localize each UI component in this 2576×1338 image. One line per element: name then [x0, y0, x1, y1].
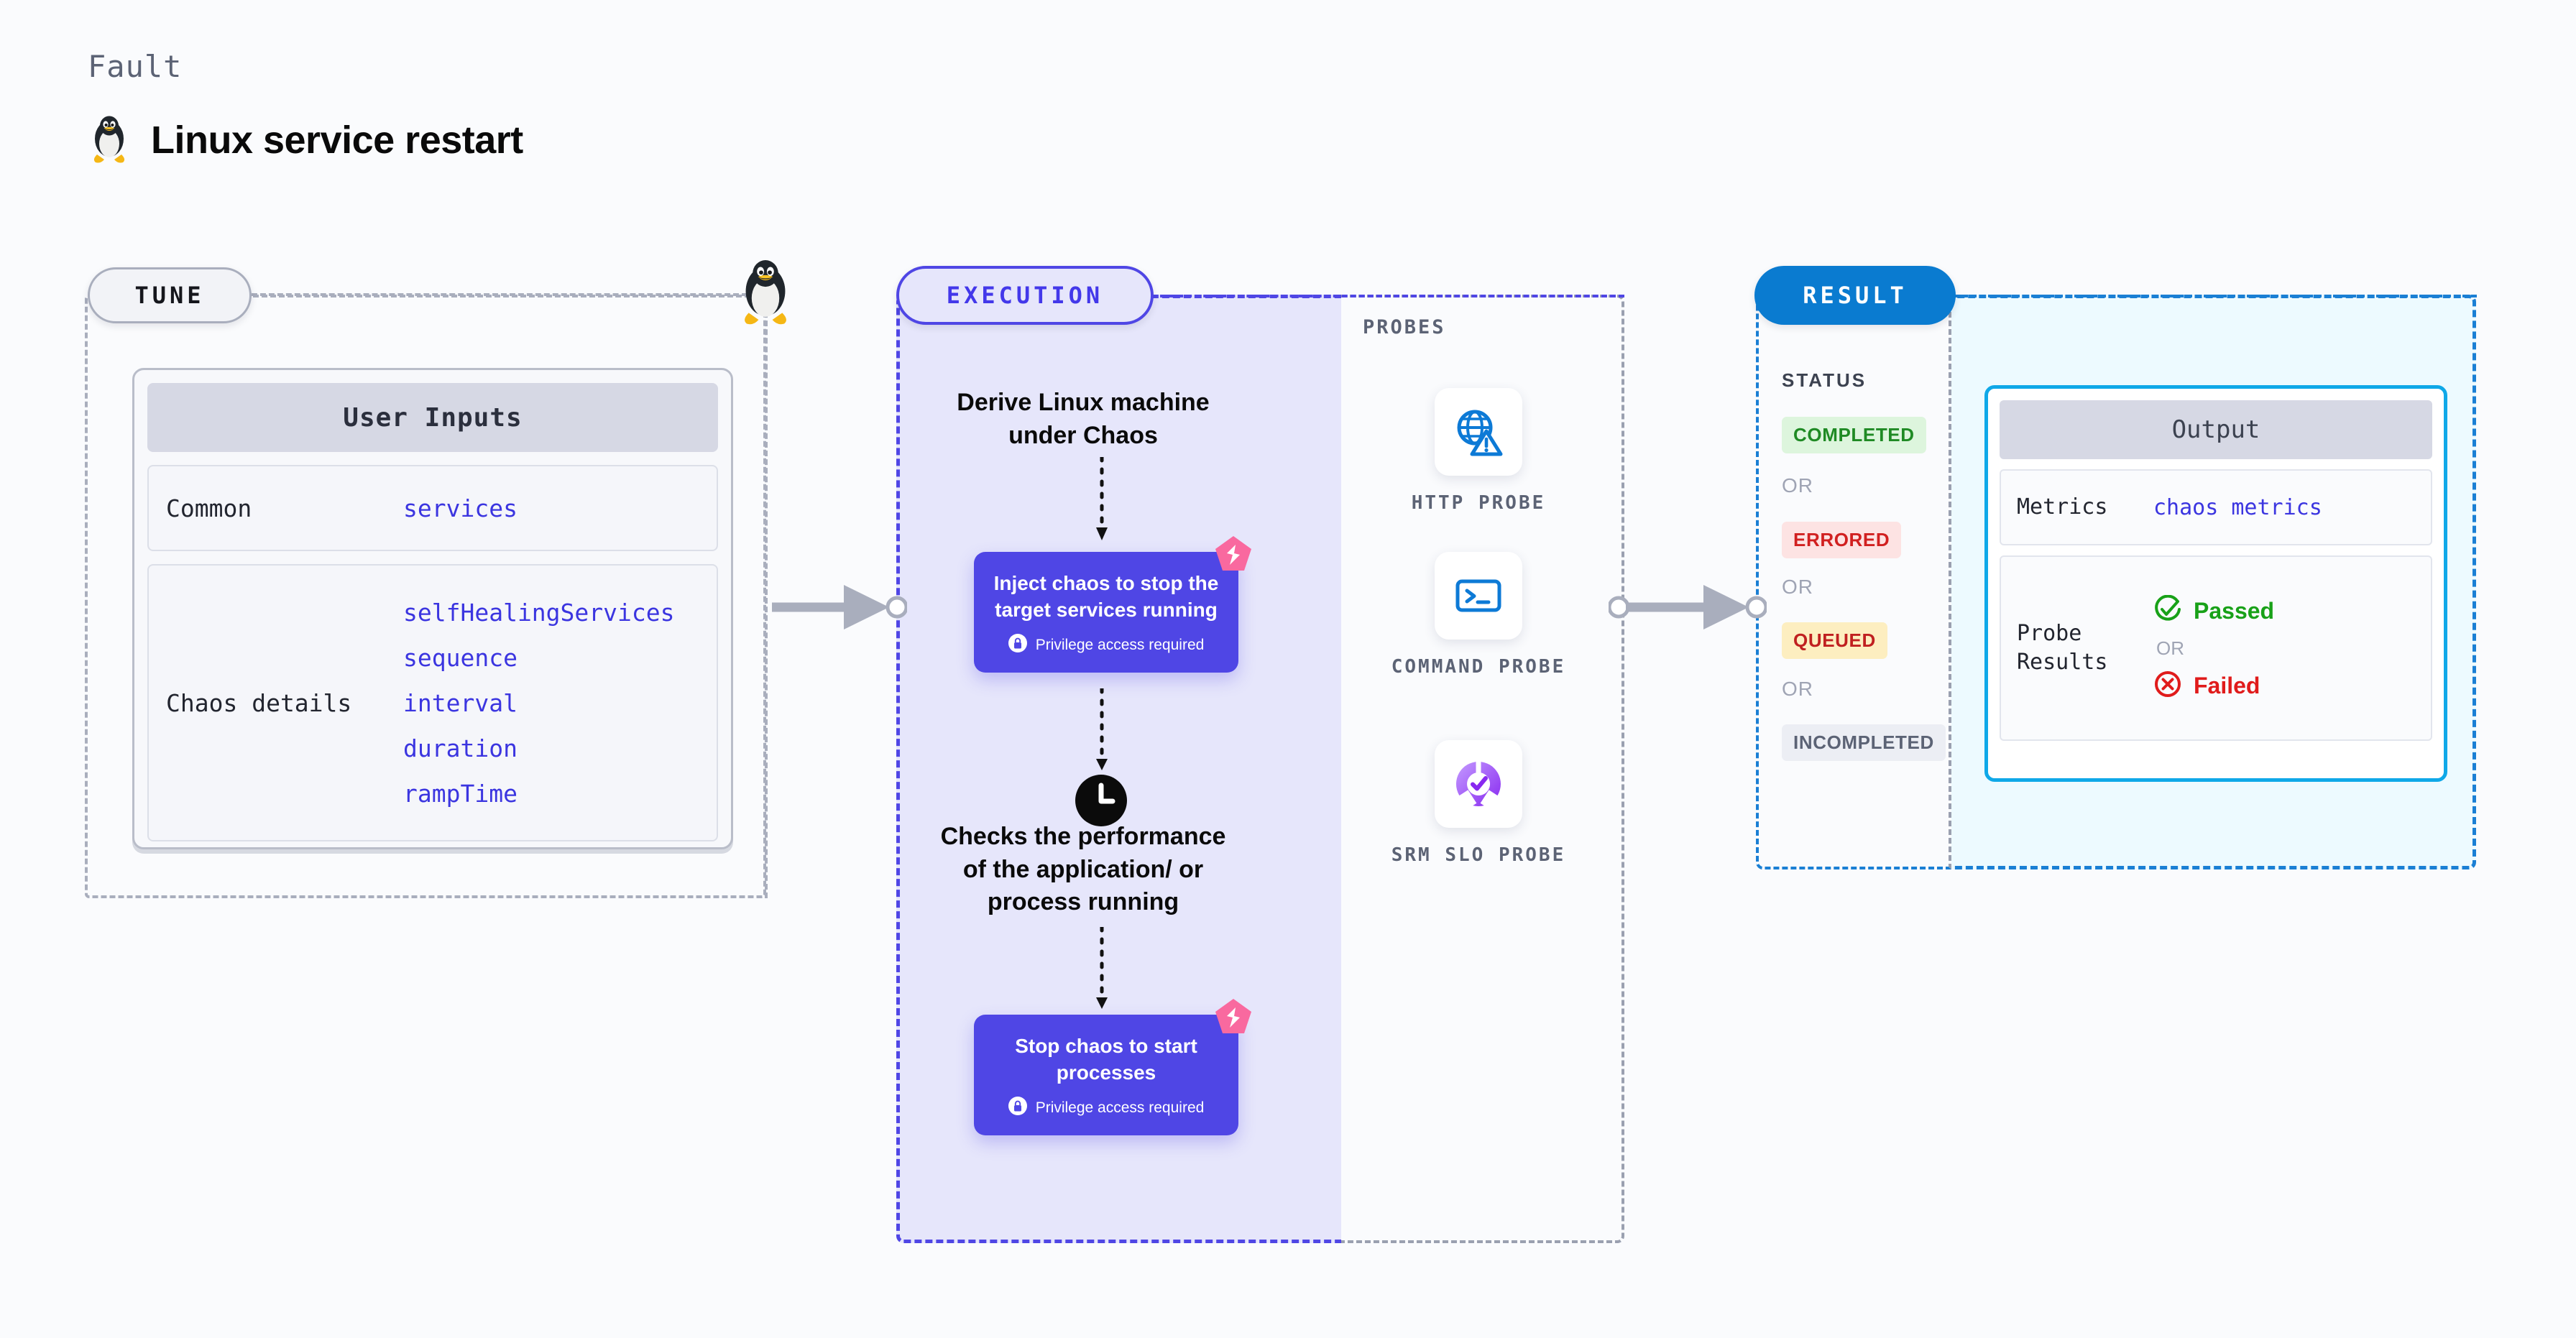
status-badge-queued: QUEUED	[1782, 622, 1887, 659]
tux-penguin-icon	[735, 259, 796, 328]
slo-donut-check-icon	[1435, 740, 1522, 828]
output-card-header: Output	[2000, 400, 2432, 459]
execution-step-derive: Derive Linux machine under Chaos	[957, 389, 1210, 449]
litmus-chaos-icon	[1211, 996, 1256, 1041]
probe-result-failed: Failed	[2153, 670, 2274, 702]
probe-label: HTTP PROBE	[1411, 492, 1546, 514]
tux-penguin-icon	[88, 115, 131, 165]
result-top-dashed-line	[1954, 295, 2477, 297]
clock-icon	[1074, 773, 1128, 828]
probe-result-or-separator: OR	[2156, 637, 2184, 659]
output-metrics-value[interactable]: chaos metrics	[2153, 494, 2322, 520]
stage-pill-result[interactable]: RESULT	[1754, 266, 1956, 325]
execution-box-title: Stop chaos to start processes	[1015, 1035, 1197, 1084]
stage-pill-execution[interactable]: EXECUTION	[896, 266, 1154, 325]
execution-box-inject-chaos[interactable]: Inject chaos to stop the target services…	[974, 536, 1251, 673]
globe-warning-icon	[1435, 388, 1522, 476]
check-circle-icon	[2153, 594, 2182, 627]
output-row-label: Probe Results	[2017, 620, 2108, 675]
status-or-separator: OR	[1782, 474, 1813, 497]
input-value[interactable]: selfHealingServices	[403, 598, 675, 627]
input-value[interactable]: rampTime	[403, 779, 518, 808]
execution-box-title: Inject chaos to stop the target services…	[993, 572, 1219, 621]
input-group-label: Common	[166, 494, 252, 522]
status-badge-errored: ERRORED	[1782, 522, 1902, 558]
result-status-column	[1756, 295, 1951, 869]
probe-item-srm-slo[interactable]: SRM SLO PROBE	[1378, 740, 1579, 869]
input-group-label: Chaos details	[166, 688, 352, 717]
execution-top-dashed-line	[1151, 295, 1624, 297]
output-row-label: Metrics	[2017, 494, 2108, 520]
input-value[interactable]: interval	[403, 688, 518, 717]
output-card: Output Metrics chaos metrics Probe Resul…	[1984, 385, 2447, 782]
flow-arrow-tune-to-execution	[763, 575, 908, 643]
input-group-values: services	[403, 494, 518, 522]
status-column-label: STATUS	[1782, 369, 1867, 391]
privilege-text: Privilege access required	[1035, 1099, 1205, 1116]
privilege-text: Privilege access required	[1035, 636, 1205, 653]
user-inputs-card: User Inputs Common services Chaos detail…	[132, 368, 733, 849]
input-group-common: Common services	[147, 465, 718, 551]
privilege-note: Privilege access required	[1008, 1096, 1205, 1120]
page-title: Linux service restart	[151, 119, 523, 162]
probe-label: COMMAND PROBE	[1391, 656, 1566, 678]
execution-box-stop-chaos[interactable]: Stop chaos to start processes Privilege …	[974, 999, 1251, 1135]
x-circle-icon	[2153, 670, 2182, 702]
probe-result-passed: Passed	[2153, 594, 2275, 627]
dotted-arrow-inject-to-checks	[1093, 686, 1110, 777]
probe-result-values: Passed OR Failed	[2153, 594, 2275, 702]
input-value[interactable]: duration	[403, 734, 518, 762]
dotted-arrow-checks-to-stop	[1093, 925, 1110, 1015]
probe-label: SRM SLO PROBE	[1391, 844, 1566, 866]
status-badge-incompleted: INCOMPLETED	[1782, 724, 1946, 761]
output-row-metrics: Metrics chaos metrics	[2000, 469, 2432, 545]
stage-pill-tune[interactable]: TUNE	[88, 267, 252, 323]
page-title-row: Linux service restart	[88, 115, 523, 165]
probes-section-label: PROBES	[1363, 316, 1446, 338]
tune-top-dashed-line	[252, 293, 748, 296]
lock-icon	[1008, 1096, 1027, 1120]
flow-arrow-execution-to-result	[1607, 575, 1768, 643]
litmus-chaos-icon	[1211, 533, 1256, 578]
probe-item-http[interactable]: HTTP PROBE	[1378, 388, 1579, 517]
input-value[interactable]: sequence	[403, 643, 518, 672]
probe-result-label: Failed	[2194, 672, 2260, 698]
probe-result-label: Passed	[2194, 597, 2275, 624]
page-eyebrow: Fault	[88, 49, 183, 84]
status-or-separator: OR	[1782, 576, 1813, 598]
tune-right-dashed-line	[765, 295, 768, 898]
dotted-arrow-derive-to-inject	[1093, 455, 1110, 547]
lock-icon	[1008, 633, 1027, 657]
probe-item-command[interactable]: COMMAND PROBE	[1378, 552, 1579, 681]
input-group-chaos-details: Chaos details selfHealingServices sequen…	[147, 564, 718, 841]
execution-step-checks: Checks the performance of the applicatio…	[940, 823, 1226, 916]
user-inputs-header: User Inputs	[147, 383, 718, 452]
input-group-values: selfHealingServices sequence interval du…	[403, 599, 675, 808]
status-or-separator: OR	[1782, 678, 1813, 700]
input-value[interactable]: services	[403, 494, 518, 522]
output-row-probe-results: Probe Results Passed OR	[2000, 555, 2432, 741]
status-badge-completed: COMPLETED	[1782, 417, 1926, 453]
terminal-icon	[1435, 552, 1522, 640]
privilege-note: Privilege access required	[1008, 633, 1205, 657]
